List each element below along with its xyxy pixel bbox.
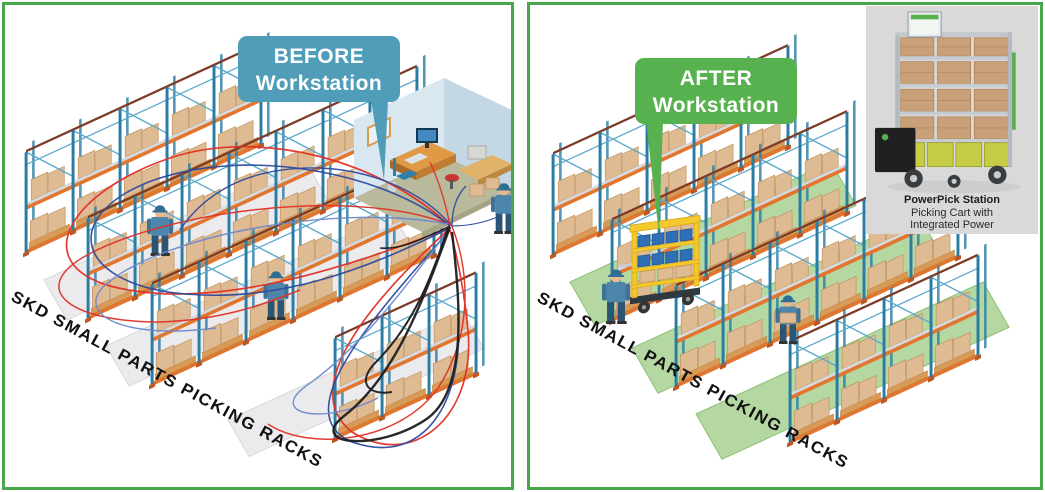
- after-workers: [602, 269, 801, 344]
- travel-path: [332, 226, 460, 443]
- after-callout-line1: AFTER: [680, 67, 753, 90]
- after-callout-tail: [646, 121, 663, 234]
- before-callout-box: [238, 36, 400, 102]
- before-travel-path-tangle: [58, 145, 501, 449]
- inset-caption-title: PowerPick Station: [904, 194, 1000, 206]
- after-callout-line2: Workstation: [653, 94, 779, 117]
- after-picking-cart: [618, 214, 701, 314]
- travel-path: [364, 227, 449, 394]
- travel-path: [292, 227, 451, 415]
- office-chair: [393, 158, 396, 176]
- rack-row: [787, 243, 987, 448]
- travel-path: [65, 145, 451, 295]
- rack-row: [85, 54, 426, 324]
- worker-figure: [602, 269, 630, 324]
- travel-path: [95, 216, 449, 332]
- worker-figure: [263, 271, 289, 320]
- inset-caption-line2: Picking Cart with: [911, 207, 993, 219]
- travel-path: [267, 221, 466, 440]
- after-callout: AFTER Workstation: [635, 58, 797, 234]
- worker-figure: [775, 295, 801, 344]
- before-workers: [147, 183, 511, 320]
- travel-path: [179, 167, 451, 231]
- cart-handle: [618, 263, 632, 268]
- yellow-picking-cart: [618, 214, 701, 314]
- worker-figure: [491, 183, 511, 234]
- travel-path: [451, 185, 467, 227]
- before-callout-line2: Workstation: [256, 72, 382, 95]
- before-callout-tail: [371, 100, 388, 180]
- office-stool: [445, 174, 459, 182]
- travel-path: [379, 225, 451, 250]
- before-office-workstation: [354, 78, 511, 238]
- after-callout-box: [635, 58, 797, 124]
- travel-path: [429, 161, 451, 227]
- powerpick-cart-illustration: [874, 11, 1021, 194]
- office-printer: [467, 145, 487, 160]
- worker-figure: [147, 205, 173, 256]
- before-callout: BEFORE Workstation: [238, 36, 400, 180]
- travel-path: [90, 164, 451, 296]
- travel-path: [451, 215, 501, 227]
- inset-caption-line3: Integrated Power: [910, 219, 994, 231]
- carried-box: [779, 312, 797, 324]
- cart-battery: [874, 127, 916, 173]
- powerpick-inset: PowerPick Station Picking Cart with Inte…: [866, 6, 1038, 234]
- travel-path: [58, 204, 449, 323]
- rack-row: [332, 261, 485, 444]
- before-callout-line1: BEFORE: [274, 45, 365, 68]
